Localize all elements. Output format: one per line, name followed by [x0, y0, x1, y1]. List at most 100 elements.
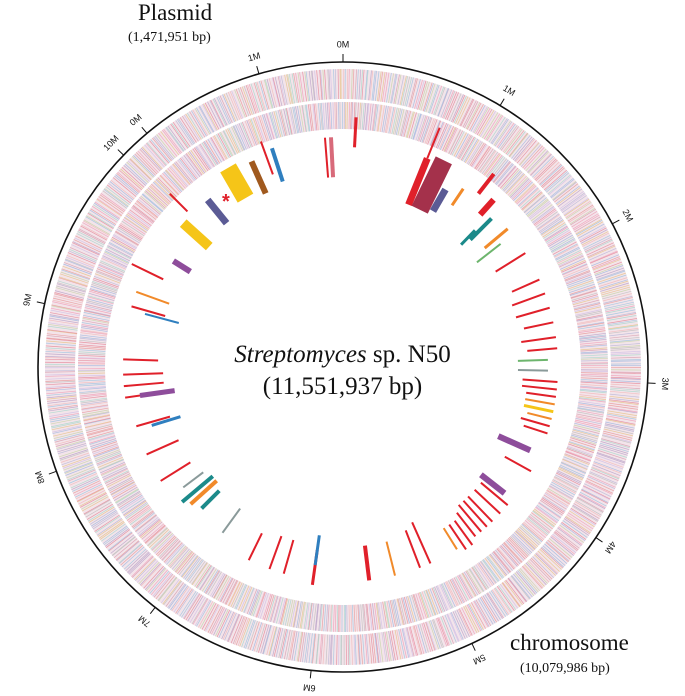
inner-ring-gene-stripe — [84, 418, 111, 425]
outer-ring-gene-stripe — [50, 420, 81, 428]
inner-ring-gene-stripe — [526, 517, 549, 536]
inner-ring-gene-stripe — [280, 598, 288, 625]
inner-ring-gene-stripe — [519, 526, 540, 546]
inner-ring-gene-stripe — [447, 580, 461, 605]
outer-ring-gene-stripe — [559, 191, 584, 210]
inner-ring-gene-stripe — [90, 439, 117, 449]
outer-ring-gene-stripe — [532, 155, 554, 178]
outer-ring-gene-stripe — [59, 449, 89, 460]
inner-ring-gene-stripe — [576, 413, 603, 420]
inner-ring-gene-stripe — [511, 534, 531, 555]
outer-ring-gene-stripe — [57, 443, 87, 453]
outer-ring-gene-stripe — [299, 72, 305, 102]
inner-ring-gene-stripe — [532, 510, 555, 528]
inner-ring-gene-stripe — [276, 597, 284, 624]
inner-ring-gene-stripe — [350, 604, 353, 632]
inner-ring-gene-stripe — [473, 565, 489, 589]
outer-ring-gene-stripe — [45, 386, 76, 390]
inner-ring-gene-stripe — [120, 496, 144, 512]
inner-ring-gene-stripe — [230, 582, 243, 608]
outer-ring-gene-stripe — [582, 485, 611, 500]
inner-ring-gene-stripe — [269, 595, 278, 622]
outer-ring-gene-stripe — [491, 118, 509, 145]
outer-ring-gene-stripe — [45, 382, 76, 386]
outer-ring-gene-stripe — [426, 621, 437, 651]
feature-red-bar — [323, 137, 330, 178]
outer-ring-gene-stripe — [79, 491, 107, 507]
inner-ring-gene-stripe — [80, 332, 108, 337]
outer-ring-gene-stripe — [484, 594, 501, 621]
inner-ring-gene-stripe — [580, 385, 608, 389]
outer-ring-gene-stripe — [606, 413, 637, 420]
outer-ring-gene-stripe — [394, 74, 402, 105]
inner-ring-gene-stripe — [81, 407, 109, 414]
inner-ring-gene-stripe — [199, 143, 215, 167]
inner-ring-gene-stripe — [95, 452, 122, 463]
outer-ring-gene-stripe — [168, 584, 187, 609]
inner-ring-gene-stripe — [382, 601, 388, 629]
inner-ring-gene-stripe — [164, 170, 184, 191]
outer-ring-gene-stripe — [591, 467, 620, 480]
outer-ring-gene-stripe — [50, 416, 80, 423]
outer-ring-gene-stripe — [607, 321, 638, 327]
inner-ring-gene-stripe — [303, 602, 309, 630]
feature-red-bar — [477, 197, 496, 217]
outer-ring-gene-stripe — [360, 69, 363, 100]
inner-ring-gene-stripe — [557, 251, 582, 264]
inner-ring-gene-stripe — [573, 426, 600, 434]
inner-ring-gene-stripe — [538, 501, 562, 518]
inner-ring-gene-stripe — [140, 195, 162, 214]
inner-ring-gene-stripe — [492, 551, 511, 573]
outer-ring-gene-stripe — [434, 86, 446, 116]
inner-ring-gene-stripe — [427, 119, 438, 145]
inner-ring-gene-stripe — [546, 490, 570, 505]
feature-red-bar — [480, 481, 509, 506]
outer-ring-gene-stripe — [121, 546, 145, 568]
outer-ring-gene-stripe — [566, 514, 593, 532]
inner-ring-gene-stripe — [381, 105, 387, 133]
outer-ring-gene-stripe — [100, 193, 126, 212]
inner-ring-gene-stripe — [353, 604, 356, 632]
inner-ring-gene-stripe — [529, 202, 552, 220]
outer-ring-gene-stripe — [163, 128, 182, 154]
outer-ring-gene-stripe — [222, 94, 235, 123]
inner-ring-gene-stripe — [191, 562, 208, 585]
outer-ring-gene-stripe — [76, 233, 104, 248]
inner-ring-gene-stripe — [123, 217, 147, 234]
outer-ring-gene-stripe — [527, 150, 549, 173]
inner-ring-gene-stripe — [147, 187, 169, 207]
inner-ring-gene-stripe — [139, 197, 161, 215]
outer-ring-gene-stripe — [163, 580, 182, 606]
inner-ring-gene-stripe — [444, 127, 457, 153]
outer-ring-gene-stripe — [445, 91, 458, 120]
inner-ring-gene-stripe — [158, 537, 178, 558]
outer-ring-gene-stripe — [222, 612, 236, 640]
inner-ring-gene-stripe — [250, 118, 261, 144]
inner-ring-gene-stripe — [118, 225, 142, 241]
outer-ring-gene-stripe — [139, 148, 161, 172]
outer-ring-gene-stripe — [87, 505, 114, 522]
inner-ring-gene-stripe — [271, 111, 280, 138]
outer-ring-gene-stripe — [284, 629, 291, 660]
inner-ring-gene-stripe — [78, 353, 106, 356]
outer-ring-gene-stripe — [538, 163, 562, 185]
outer-ring-gene-stripe — [443, 90, 456, 119]
inner-ring-gene-stripe — [479, 149, 496, 173]
outer-ring-gene-stripe — [67, 469, 96, 482]
outer-ring-gene-stripe — [49, 314, 80, 321]
outer-ring-gene-stripe — [605, 419, 636, 426]
outer-ring-gene-stripe — [590, 251, 618, 264]
inner-ring-gene-stripe — [441, 583, 454, 609]
outer-ring-gene-stripe — [46, 397, 77, 402]
outer-ring-gene-stripe — [462, 100, 477, 128]
inner-ring-gene-stripe — [107, 245, 132, 259]
outer-ring-gene-stripe — [234, 616, 246, 645]
inner-ring-gene-stripe — [108, 242, 134, 256]
outer-ring-gene-stripe — [519, 568, 541, 592]
outer-ring-gene-stripe — [53, 428, 83, 437]
inner-ring-gene-stripe — [104, 251, 129, 264]
outer-ring-gene-stripe — [102, 525, 128, 544]
outer-ring-gene-stripe — [170, 585, 189, 611]
outer-ring-gene-stripe — [372, 70, 377, 101]
outer-ring-gene-stripe — [120, 168, 144, 190]
